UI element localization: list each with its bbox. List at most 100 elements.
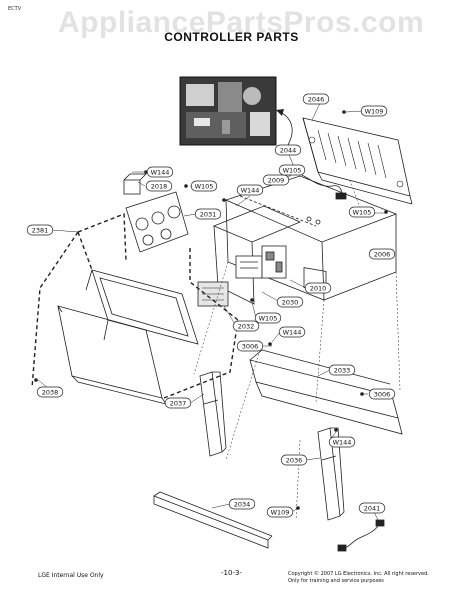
- callout-label: W105: [259, 314, 278, 322]
- wire-lead: [341, 525, 379, 549]
- callout-2018: 2018: [145, 180, 173, 192]
- right-side-bracket: [317, 427, 345, 521]
- callout-w144a: W144: [146, 166, 174, 178]
- callout-label: 2381: [32, 226, 49, 234]
- callout-2032: 2032: [232, 320, 260, 332]
- callout-label: W105: [283, 166, 302, 174]
- front-glass-panel: [57, 305, 167, 405]
- callout-label: 2030: [282, 298, 299, 306]
- callout-2044: 2044: [274, 144, 302, 156]
- callout-bubble: [348, 206, 376, 218]
- callout-bubble: [278, 164, 306, 176]
- footer-training-note: Only for training and service purposes: [288, 578, 384, 584]
- footer-page-number: -10-3-: [221, 569, 242, 577]
- pcb-photo-inset: [179, 76, 277, 146]
- footer-internal-note: LGE Internal Use Only: [38, 572, 104, 579]
- callout-label: 2041: [364, 504, 381, 512]
- callout-label: 2018: [151, 182, 168, 190]
- callout-bubble: [164, 397, 192, 409]
- rear-vent-cover: [302, 117, 413, 205]
- callout-bubble: [304, 282, 332, 294]
- callout-label: W144: [241, 186, 260, 194]
- callout-w109a: W109: [360, 105, 388, 117]
- callout-bubble: [266, 506, 294, 518]
- callout-2037: 2037: [164, 397, 192, 409]
- callout-w144d: W144: [328, 436, 356, 448]
- callout-bubble: [302, 93, 330, 105]
- callout-w144b: W144: [236, 184, 264, 196]
- callout-2036: 2036: [280, 454, 308, 466]
- footer-copyright: Copyright © 2007 LG Electronics. Inc. Al…: [288, 571, 429, 585]
- callout-bubble: [236, 340, 264, 352]
- callout-2009: 2009: [262, 174, 290, 186]
- callout-label: 2036: [286, 456, 303, 464]
- callout-w105b: W105: [278, 164, 306, 176]
- callout-bubble: [368, 388, 396, 400]
- callout-w144c: W144: [278, 326, 306, 338]
- callout-3006b: 3006: [368, 388, 396, 400]
- callout-bubble: [146, 166, 174, 178]
- switch-module: [123, 179, 141, 195]
- callout-label: W109: [271, 508, 290, 516]
- callout-label: 2032: [238, 322, 255, 330]
- callout-label: W144: [283, 328, 302, 336]
- callout-label: W105: [195, 182, 214, 190]
- footer-copyright-line: Copyright © 2007 LG Electronics. Inc. Al…: [288, 571, 429, 577]
- bottom-rail: [153, 491, 273, 549]
- control-panel-frame: [85, 269, 199, 345]
- callout-label: 3006: [374, 390, 391, 398]
- callout-label: W109: [365, 107, 384, 115]
- callout-bubble: [26, 224, 54, 236]
- callout-label: 2037: [170, 399, 187, 407]
- callout-2034: 2034: [228, 498, 256, 510]
- inset-arrow: [279, 111, 293, 146]
- callout-2031: 2031: [194, 208, 222, 220]
- callout-bubble: [278, 326, 306, 338]
- callout-bubble: [36, 386, 64, 398]
- callout-bubble: [254, 312, 282, 324]
- support-rail: [249, 349, 403, 435]
- callout-bubble: [276, 296, 304, 308]
- callout-2006: 2006: [368, 248, 396, 260]
- callout-bubble: [328, 364, 356, 376]
- callout-label: W144: [151, 168, 170, 176]
- watermark: AppliancePartsPros.com: [58, 6, 425, 39]
- callout-bubble: [236, 184, 264, 196]
- callout-bubble: [145, 180, 173, 192]
- callout-w105c: W105: [348, 206, 376, 218]
- callout-bubble: [358, 502, 386, 514]
- callout-2381: 2381: [26, 224, 54, 236]
- callout-bubble: [360, 105, 388, 117]
- knob-bracket: [125, 191, 189, 253]
- callout-label: 2009: [268, 176, 285, 184]
- callout-label: W105: [353, 208, 372, 216]
- callout-bubble: [232, 320, 260, 332]
- callout-w109b: W109: [266, 506, 294, 518]
- callout-bubble: [262, 174, 290, 186]
- pcb-board: [212, 205, 302, 305]
- callout-label: W144: [333, 438, 352, 446]
- callout-2033: 2033: [328, 364, 356, 376]
- callout-label: 2034: [234, 500, 251, 508]
- callout-3006a: 3006: [236, 340, 264, 352]
- callout-bubble: [280, 454, 308, 466]
- callout-label: 2031: [200, 210, 217, 218]
- callout-2010: 2010: [304, 282, 332, 294]
- left-side-bracket: [199, 371, 227, 457]
- callout-label: 2044: [280, 146, 297, 154]
- callout-bubble: [228, 498, 256, 510]
- wire-harness: [295, 171, 342, 197]
- callout-bubble: [194, 208, 222, 220]
- corner-mark: ECTV: [8, 6, 22, 12]
- callout-w105d: W105: [254, 312, 282, 324]
- callout-2030: 2030: [276, 296, 304, 308]
- callout-bubble: [274, 144, 302, 156]
- callout-label: 2006: [374, 250, 391, 258]
- callout-bubble: [368, 248, 396, 260]
- callout-label: 2046: [308, 95, 325, 103]
- assembly-outline: [31, 212, 239, 399]
- page-title: CONTROLLER PARTS: [164, 30, 299, 44]
